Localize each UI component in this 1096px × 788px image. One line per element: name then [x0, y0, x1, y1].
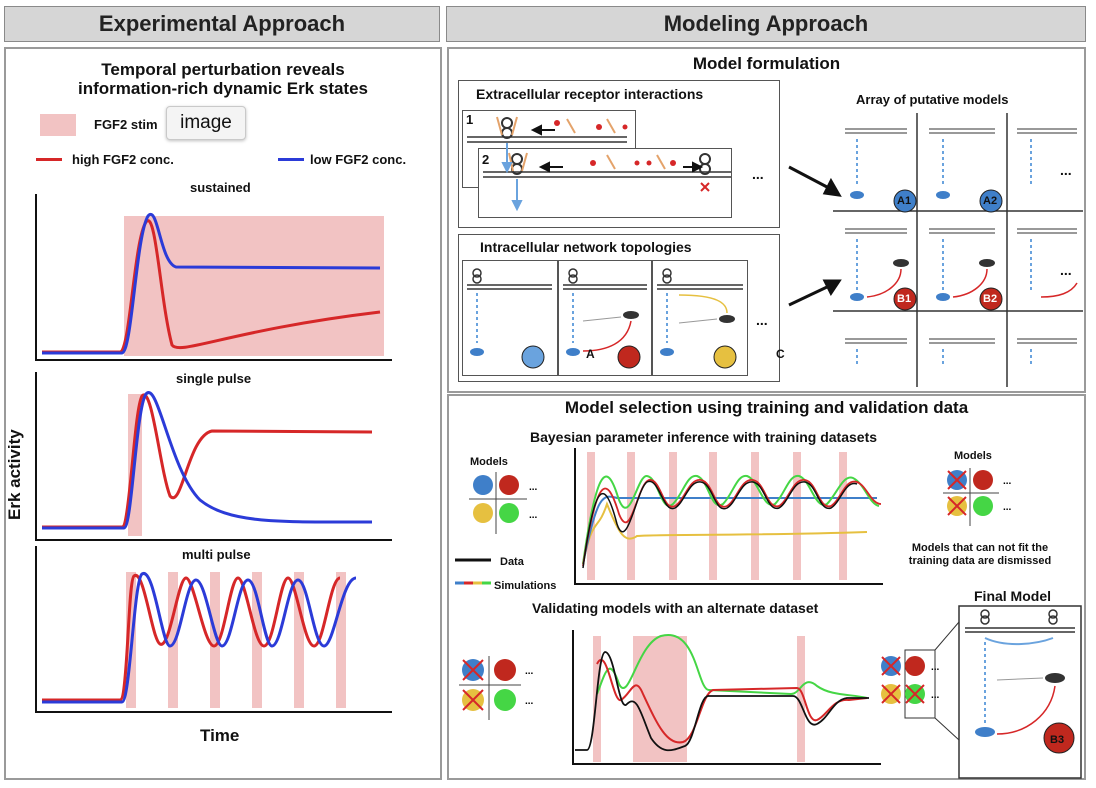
receptor-title: Extracellular receptor interactions — [476, 86, 704, 102]
legend-low-line — [278, 158, 304, 161]
single-pulse-high-curve — [42, 393, 373, 529]
selection-diagram: ...... ...... ...... ...... — [455, 448, 1082, 779]
models-label-bayes: Models — [470, 456, 508, 468]
svg-text:...: ... — [529, 482, 538, 493]
formulation-diagram — [467, 113, 1083, 387]
svg-text:...: ... — [931, 690, 940, 701]
single-pulse-low-curve — [42, 391, 373, 530]
array-title: Array of putative models — [856, 92, 1009, 107]
network-label-a: A — [586, 347, 595, 361]
bayes-title: Bayesian parameter inference with traini… — [530, 429, 878, 445]
models-label-dismissed: Models — [954, 450, 992, 462]
network-label-b: B — [682, 347, 691, 361]
plot-label-multi-pulse: multi pulse — [182, 547, 251, 562]
model-selection-title: Model selection using training and valid… — [564, 398, 969, 417]
svg-text:...: ... — [525, 666, 534, 677]
array-label-b2: B2 — [983, 293, 998, 305]
dismissed-line1: Models that can not fit the — [911, 542, 1049, 554]
legend-stim-label: FGF2 stim — [94, 117, 158, 132]
experimental-title-line1: Temporal perturbation reveals — [101, 60, 345, 79]
experimental-title-line2: information-rich dynamic Erk states — [77, 79, 369, 98]
array-ellipsis-1: ... — [1060, 162, 1072, 178]
stim-multi-pulse — [126, 572, 346, 708]
svg-text:...: ... — [525, 696, 534, 707]
array-label-b1: B1 — [897, 293, 912, 305]
network-ellipsis: ... — [756, 312, 768, 328]
legend-sim-label: Simulations — [494, 580, 557, 592]
array-label-a1: A1 — [897, 195, 912, 207]
array-label-a2: A2 — [983, 195, 998, 207]
modeling-approach-header: Modeling Approach — [446, 6, 1086, 42]
legend-data-label: Data — [500, 556, 524, 568]
plot-label-sustained: sustained — [190, 180, 251, 195]
network-label-c: C — [776, 347, 785, 361]
receptor-model-2 — [478, 148, 732, 218]
final-model-title: Final Model — [974, 588, 1051, 604]
sustained-low-curve — [42, 212, 381, 355]
svg-text:...: ... — [1003, 502, 1012, 513]
multi-pulse-low-curve — [42, 572, 357, 704]
svg-text:...: ... — [529, 510, 538, 521]
multi-pulse-high-curve — [42, 574, 341, 702]
plot-label-single-pulse: single pulse — [176, 371, 252, 386]
experimental-approach-header: Experimental Approach — [4, 6, 440, 42]
array-ellipsis-2: ... — [1060, 262, 1072, 278]
network-title: Intracellular network topologies — [480, 239, 692, 255]
receptor-num-1: 1 — [466, 112, 474, 127]
legend-stim-swatch — [40, 114, 76, 136]
svg-text:...: ... — [931, 662, 940, 673]
legend-low-label: low FGF2 conc. — [310, 152, 407, 167]
image-tooltip: image — [166, 106, 246, 140]
validate-title: Validating models with an alternate data… — [532, 600, 819, 616]
receptor-num-2: 2 — [482, 152, 490, 167]
svg-text:...: ... — [1003, 476, 1012, 487]
experimental-panel — [4, 47, 442, 780]
legend-high-line — [36, 158, 62, 161]
experimental-plots — [35, 194, 392, 713]
legend-high-label: high FGF2 conc. — [72, 152, 174, 167]
sustained-high-curve — [42, 219, 381, 354]
final-model-label: B3 — [1050, 734, 1065, 746]
time-xlabel: Time — [200, 726, 240, 745]
receptor-ellipsis: ... — [752, 166, 764, 182]
model-formulation-title: Model formulation — [692, 54, 841, 73]
dismissed-line2: training data are dismissed — [908, 555, 1052, 567]
